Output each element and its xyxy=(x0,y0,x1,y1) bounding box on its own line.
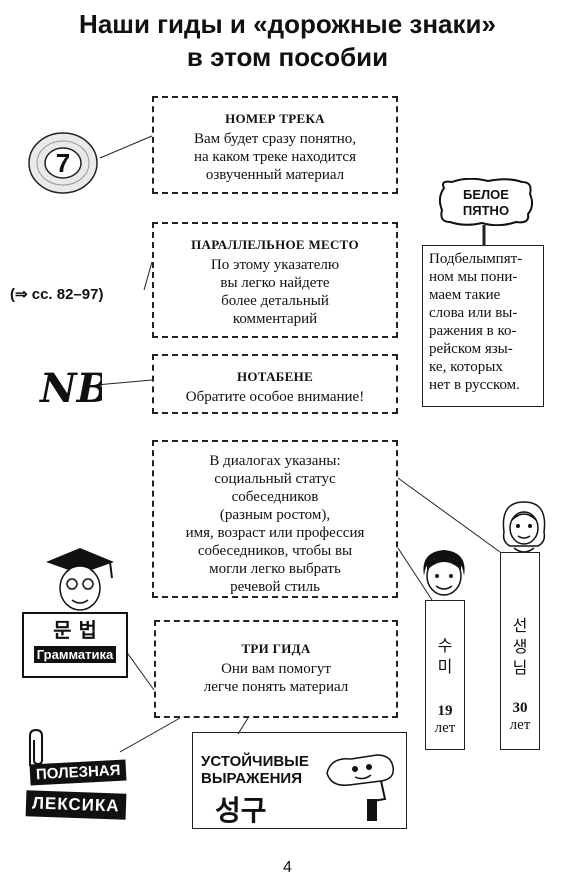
teacher-age: 30 xyxy=(512,700,528,716)
phrases-line-2: ВЫРАЖЕНИЯ xyxy=(201,770,302,787)
nota-box: НОТАБЕНЕ Обратите особое внимание! xyxy=(152,354,398,414)
dialog-connector-left xyxy=(397,547,433,601)
dialog-line-8: речевой стиль xyxy=(230,579,320,595)
track-line-3: озвученный материал xyxy=(205,167,345,183)
graduate-mascot-icon xyxy=(46,548,114,611)
parallel-heading: ПАРАЛЛЕЛЬНОЕ МЕСТО xyxy=(191,237,359,252)
nota-symbol: NB xyxy=(38,365,102,412)
guides-line-2: легче понять материал xyxy=(203,679,349,695)
parallel-line-2: вы легко найдете xyxy=(220,275,330,291)
track-line-1: Вам будет сразу понятно, xyxy=(193,131,357,147)
character-column-sumi: 수 미 19 лет xyxy=(425,600,465,750)
title-line-2: в этом пособии xyxy=(186,42,389,72)
sumi-age-unit: лет xyxy=(434,720,456,736)
track-number: 7 xyxy=(56,148,70,178)
sumi-name-2: 미 xyxy=(437,657,453,676)
dialog-box: В диалогах указаны: социальный статус со… xyxy=(152,440,398,598)
white-spot-line-6: рейском язы- xyxy=(429,341,513,357)
guides-heading: ТРИ ГИДА xyxy=(241,641,311,656)
sumi-age: 19 xyxy=(437,703,453,719)
page-number: 4 xyxy=(283,859,292,876)
dialog-line-7: могли легко выбрать xyxy=(209,561,341,577)
grammar-korean: 문 법 xyxy=(53,618,97,642)
dialog-connector-right xyxy=(397,477,501,553)
white-spot-line-2: ном мы пони- xyxy=(429,269,518,285)
parallel-connector xyxy=(143,261,153,291)
dialog-line-6: собеседников, чтобы вы xyxy=(197,543,353,559)
track-box: НОМЕР ТРЕКА Вам будет сразу понятно, на … xyxy=(152,96,398,194)
paint-roller-icon xyxy=(326,754,394,821)
dialog-line-3: собеседников xyxy=(231,489,319,505)
sign-line-1: БЕЛОЕ xyxy=(463,187,509,202)
nota-connector xyxy=(95,379,153,386)
white-spot-line-8: нет в русском. xyxy=(429,377,520,393)
track-line-2: на каком треке находится xyxy=(194,149,356,165)
sumi-name-1: 수 xyxy=(437,636,453,655)
teacher-name-1: 선 xyxy=(512,616,528,635)
phrases-title: УСТОЙЧИВЫЕ ВЫРАЖЕНИЯ xyxy=(201,753,309,787)
phrases-korean: 성구 xyxy=(215,794,267,827)
dialog-line-5: имя, возраст или профессия xyxy=(185,525,365,541)
parallel-line-1: По этому указателю xyxy=(210,257,340,273)
white-spot-box: Подбелымпят- ном мы пони- маем такие сло… xyxy=(422,245,544,407)
white-spot-line-5: ражения в ко- xyxy=(429,323,517,339)
cd-icon: 7 xyxy=(28,132,98,194)
dialog-line-2: социальный статус xyxy=(214,471,336,487)
grammar-board: 문 법 Грамматика xyxy=(22,612,128,678)
character-column-teacher: 선 생 님 30 лет xyxy=(500,552,540,750)
parallel-reference: (⇒ сс. 82–97) xyxy=(10,286,104,303)
track-connector xyxy=(99,135,153,159)
title-line-1: Наши гиды и «дорожные знаки» xyxy=(79,9,496,39)
phrases-box: УСТОЙЧИВЫЕ ВЫРАЖЕНИЯ 성구 xyxy=(192,732,407,829)
teacher-face-icon xyxy=(502,501,546,553)
grammar-russian: Грамматика xyxy=(33,646,117,663)
nota-heading: НОТАБЕНЕ xyxy=(236,369,314,384)
dialog-line-4: (разным ростом), xyxy=(219,507,331,523)
page-title: Наши гиды и «дорожные знаки» в этом посо… xyxy=(0,8,575,74)
lexicon-sign: ПОЛЕЗНАЯ ЛЕКСИКА xyxy=(20,728,140,826)
guides-box: ТРИ ГИДА Они вам помогут легче понять ма… xyxy=(154,620,398,718)
teacher-name-3: 님 xyxy=(512,658,528,677)
phrases-line-1: УСТОЙЧИВЫЕ xyxy=(201,753,309,770)
white-spot-line-3: маем такие xyxy=(429,287,501,303)
teacher-name-2: 생 xyxy=(512,637,528,656)
white-spot-sign-icon: БЕЛОЕ ПЯТНО xyxy=(438,178,534,226)
paperclip-icon xyxy=(29,728,43,766)
parallel-box: ПАРАЛЛЕЛЬНОЕ МЕСТО По этому указателю вы… xyxy=(152,222,398,338)
parallel-line-4: комментарий xyxy=(232,311,318,327)
lexicon-line-2: ЛЕКСИКА xyxy=(25,790,127,820)
phrases-connector xyxy=(237,717,249,735)
teacher-age-unit: лет xyxy=(509,717,531,733)
dialog-line-1: В диалогах указаны: xyxy=(209,453,341,469)
track-heading: НОМЕР ТРЕКА xyxy=(225,111,325,126)
white-spot-line-1: Подбелымпят- xyxy=(429,251,523,267)
lexicon-line-1: ПОЛЕЗНАЯ xyxy=(29,759,127,786)
nota-line-1: Обратите особое внимание! xyxy=(185,389,365,405)
girl-face-icon xyxy=(423,550,465,596)
white-spot-line-4: слова или вы- xyxy=(429,305,518,321)
parallel-line-3: более детальный xyxy=(221,293,329,309)
nota-bene-icon: NB xyxy=(38,365,102,412)
white-spot-line-7: ке, которых xyxy=(429,359,503,375)
guides-line-1: Они вам помогут xyxy=(221,661,331,677)
lexicon-connector xyxy=(119,717,181,753)
sign-line-2: ПЯТНО xyxy=(463,203,509,218)
